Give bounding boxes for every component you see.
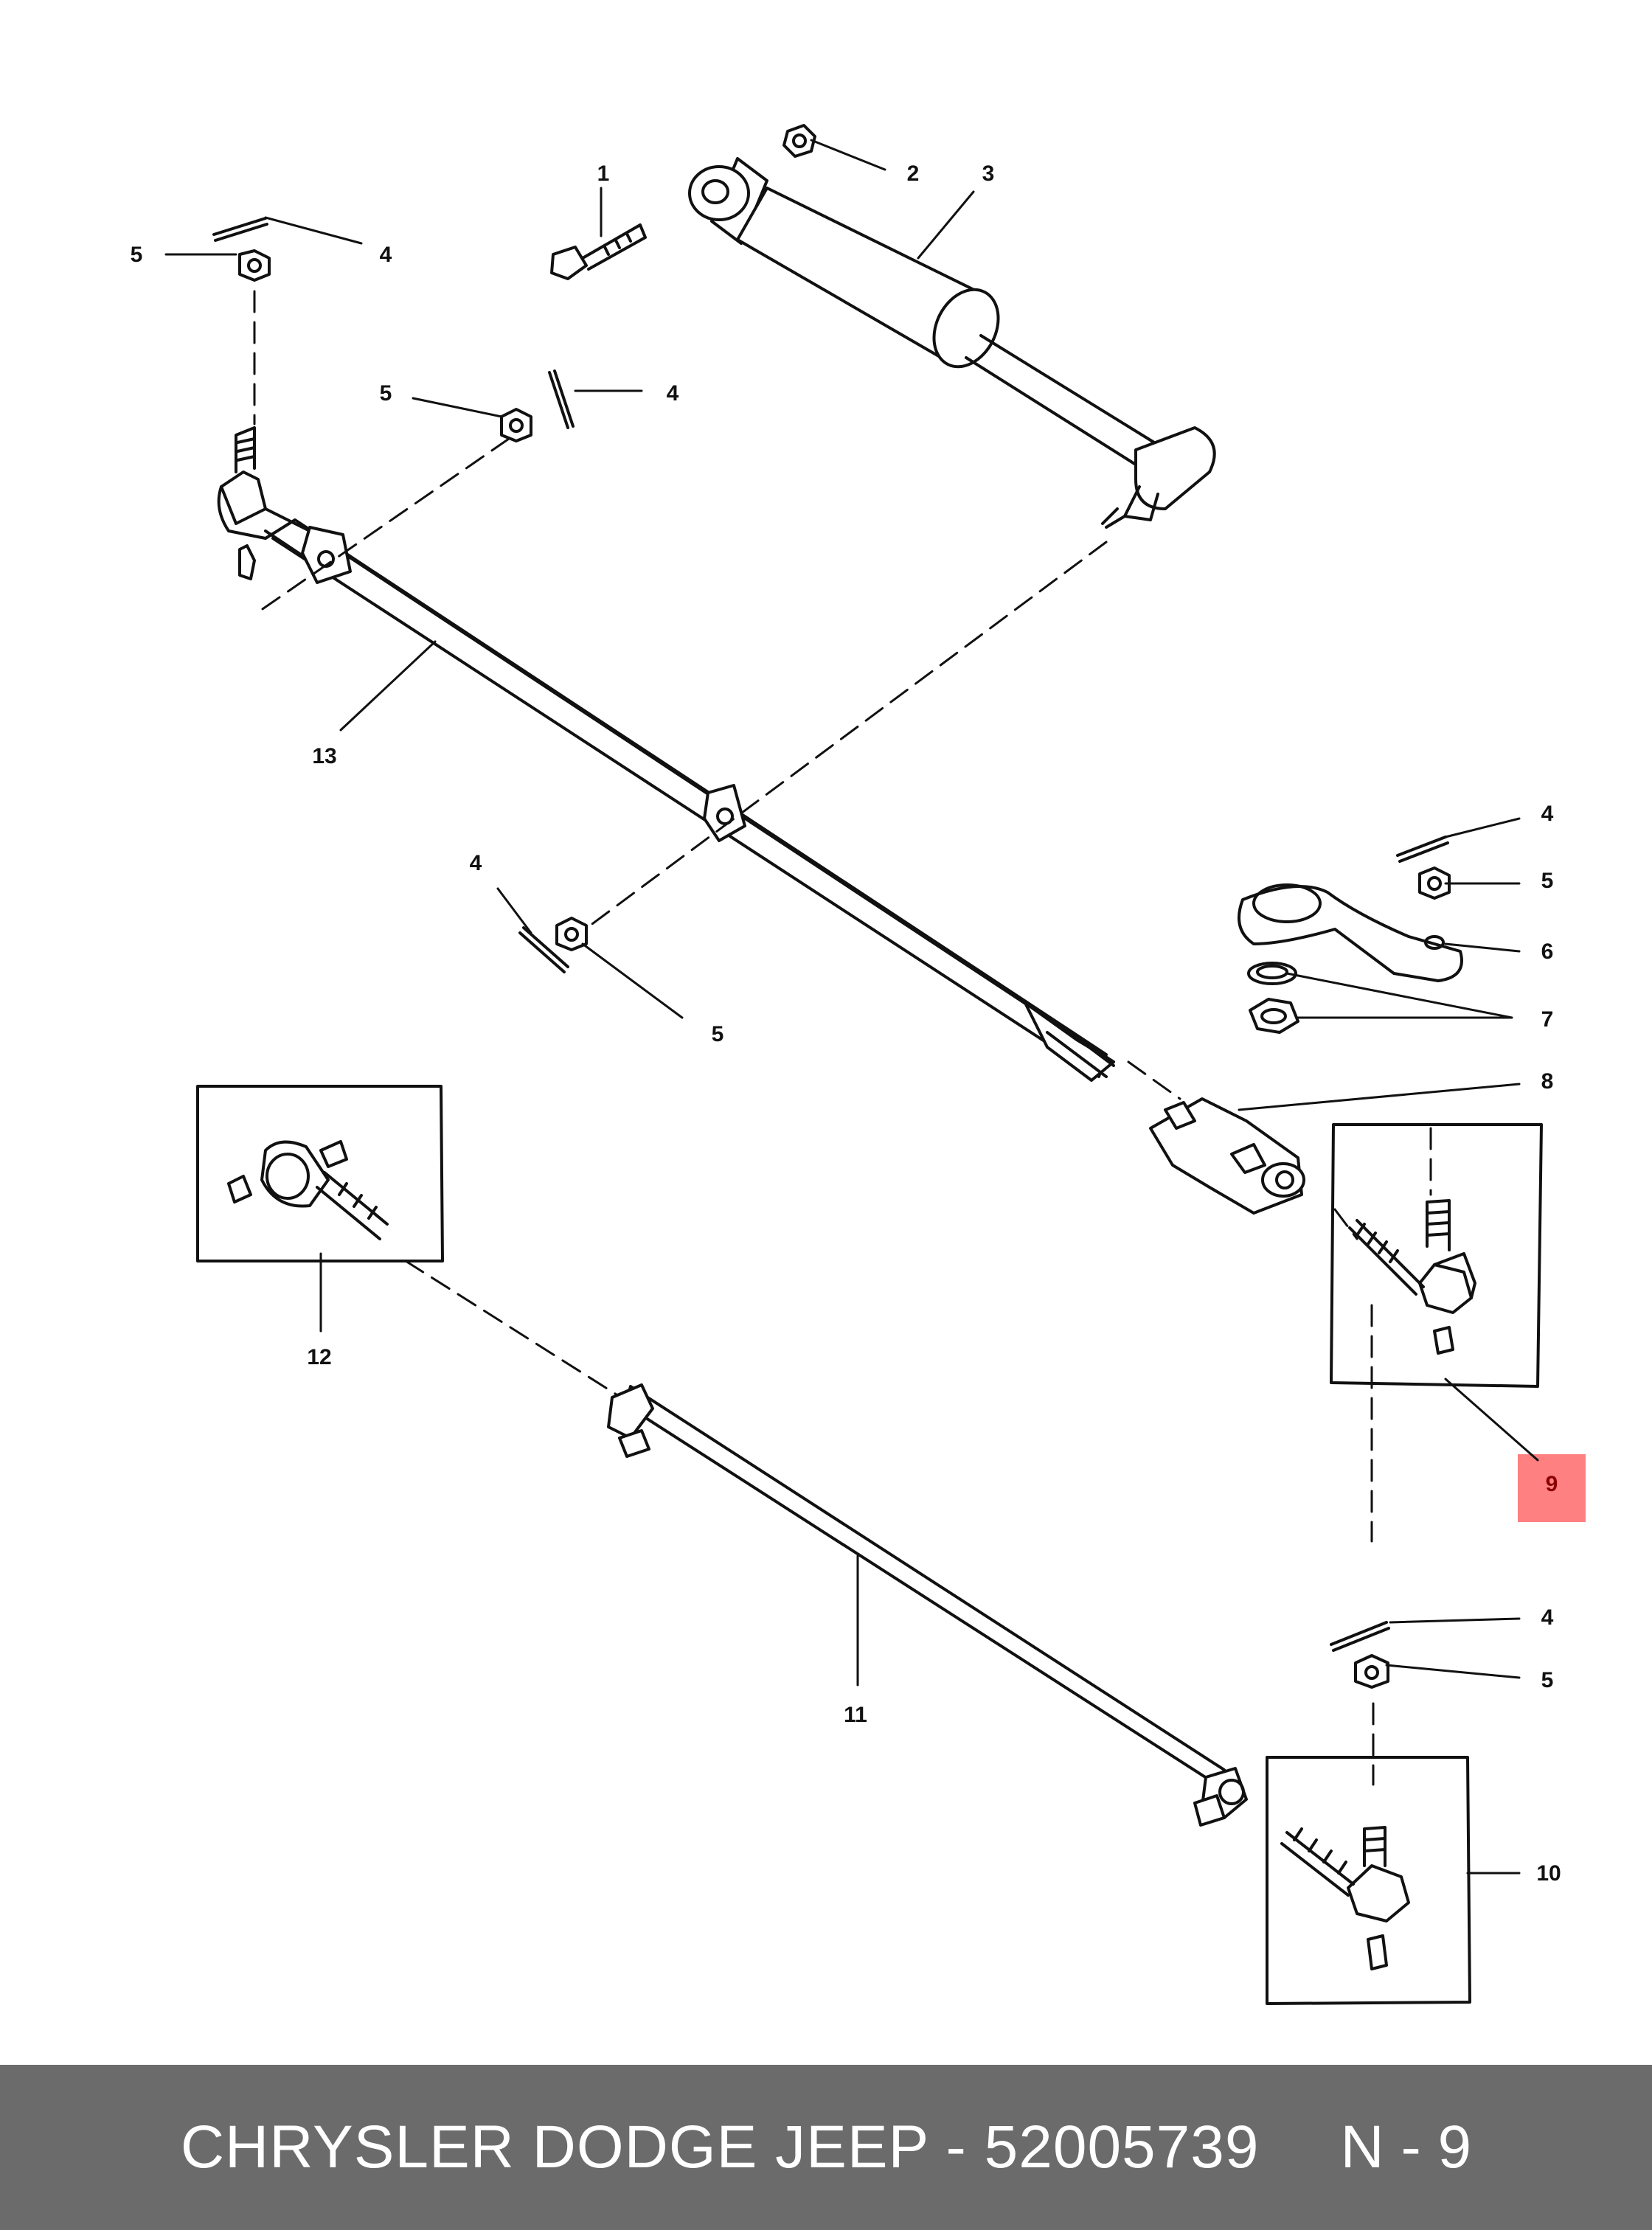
- castle-nut-5e: [1354, 1654, 1389, 1689]
- callout-labels: 1 2 3 4 5 5 4 13 4 5 4 5 6 7 8 9 12 11 4…: [131, 161, 1561, 1886]
- nut-2: [782, 124, 816, 158]
- steering-damper: [688, 157, 1216, 529]
- callout-1: 1: [597, 161, 610, 186]
- callout-5e: 5: [1541, 1668, 1554, 1692]
- callout-5c: 5: [712, 1022, 724, 1046]
- tie-rod: [607, 1383, 1248, 1827]
- callout-2: 2: [907, 161, 920, 186]
- part-number-text: CHRYSLER DODGE JEEP - 52005739: [180, 2113, 1260, 2181]
- castle-nut-5a: [238, 249, 271, 282]
- callout-9: 9: [1546, 1472, 1558, 1496]
- pitman-arm: [1238, 883, 1463, 982]
- callout-5d: 5: [1541, 869, 1554, 893]
- callout-7: 7: [1541, 1007, 1554, 1032]
- cotter-pin-4c: [518, 926, 569, 973]
- tie-rod-end-12: [196, 1085, 444, 1262]
- tie-rod-end-9: [1330, 1123, 1543, 1388]
- callout-9-highlight: [1518, 1454, 1586, 1522]
- callout-4d: 4: [1541, 802, 1554, 826]
- castle-nut-5c: [555, 917, 588, 951]
- cotter-pin-4d: [1396, 836, 1449, 863]
- callout-10: 10: [1536, 1861, 1561, 1886]
- castle-nut-5b: [500, 408, 532, 442]
- bolt-1: [550, 223, 647, 280]
- assembly-lines: [253, 290, 1432, 1786]
- callout-13: 13: [312, 744, 336, 768]
- leader-lines: [164, 139, 1521, 1875]
- cotter-pin-4e: [1330, 1621, 1390, 1652]
- callout-6: 6: [1541, 939, 1554, 964]
- callout-4b: 4: [667, 381, 679, 406]
- steering-linkage-diagram: 1 2 3 4 5 5 4 13 4 5 4 5 6 7 8 9 12 11 4…: [131, 124, 1586, 2005]
- cotter-pin-4a: [212, 217, 268, 242]
- relay-rod: [217, 426, 1115, 1082]
- cotter-pin-4b: [548, 369, 575, 429]
- callout-11: 11: [844, 1703, 867, 1727]
- callout-5a: 5: [131, 243, 143, 267]
- callout-4a: 4: [380, 243, 392, 267]
- callout-8: 8: [1541, 1069, 1554, 1094]
- callout-12: 12: [307, 1345, 331, 1369]
- callout-3: 3: [982, 161, 995, 186]
- callout-4c: 4: [470, 851, 482, 875]
- castle-nut-5d: [1418, 866, 1451, 900]
- lock-washer-7: [1247, 962, 1297, 985]
- pitman-nut-7: [1249, 998, 1299, 1034]
- tie-rod-end-10: [1266, 1756, 1471, 2005]
- adjusting-sleeve: [1149, 1097, 1305, 1215]
- callout-4e: 4: [1541, 1605, 1554, 1630]
- reference-number-text: N - 9: [1340, 2113, 1472, 2181]
- callout-5b: 5: [380, 381, 392, 406]
- footer-bar: CHRYSLER DODGE JEEP - 52005739 N - 9: [0, 2065, 1652, 2230]
